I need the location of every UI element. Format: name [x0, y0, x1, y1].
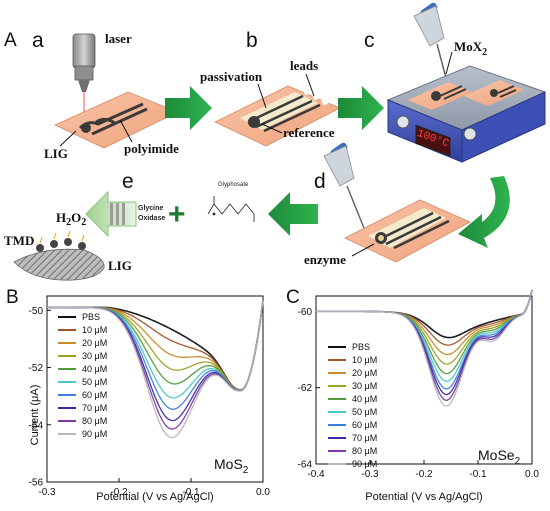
- laser-label: laser: [105, 31, 132, 46]
- leads-label: leads: [290, 58, 318, 73]
- pipette-icon-d: [323, 142, 369, 239]
- legend-entry: 50 μM: [82, 377, 107, 387]
- enzyme-label: enzyme: [304, 252, 346, 267]
- panel-letter-a-main: A: [4, 30, 17, 51]
- glyphosate-structure: Glyphosate: [207, 182, 255, 222]
- step-label-d: d: [314, 170, 326, 193]
- legend-entry: 90 μM: [352, 459, 377, 469]
- y-tick-label: -62: [298, 383, 313, 394]
- legend-entry: 30 μM: [352, 381, 377, 391]
- tmd-label: TMD: [4, 233, 34, 248]
- step-label-e: e: [122, 170, 134, 193]
- legend-entry: 10 μM: [352, 355, 377, 365]
- legend-entry: 20 μM: [352, 368, 377, 378]
- panel-b: B Current (μA) Potential (V vs Ag/AgCl) …: [6, 287, 270, 503]
- nanoparticle-icons: [36, 230, 86, 252]
- chart-b-legend: PBS 10 μM 20 μM 30 μM 40 μM 50 μM 60 μM 70 μM 80…: [58, 312, 107, 439]
- laser-head-icon: [72, 33, 96, 128]
- electrode-sheet-d: [344, 199, 471, 263]
- legend-entry: 40 μM: [352, 394, 377, 404]
- x-tick-label: -0.2: [415, 469, 433, 480]
- chart-c-legend: PBS 10 μM 20 μM 30 μM 40 μM 50 μM 60 μM 70 μM 80…: [328, 342, 377, 469]
- lig-substrate-icon: [13, 248, 105, 281]
- x-tick-label: 0.0: [525, 469, 539, 480]
- lig-substrate-label: LIG: [108, 258, 132, 273]
- panel-letter-b: B: [6, 287, 19, 308]
- chart-b-material: MoS2: [214, 456, 249, 476]
- chart-c-ticks: -0.4 -0.3 -0.2 -0.1 0.0 -60 -62 -64: [298, 307, 540, 480]
- y-tick-label: -60: [298, 307, 313, 318]
- legend-entry: 60 μM: [352, 420, 377, 430]
- chart-b-xlabel: Potential (V vs Ag/AgCl): [96, 491, 213, 503]
- step-arrow-4: [268, 192, 318, 236]
- x-tick-label: -0.1: [469, 469, 487, 480]
- y-tick-label: -56: [29, 478, 44, 489]
- glycine-label: Glycine: [138, 205, 163, 212]
- mox2-label: MoX2: [454, 39, 487, 58]
- x-tick-label: -0.1: [182, 487, 200, 498]
- h2o2-label: H2O2: [56, 210, 86, 228]
- step-arrow-1: [165, 86, 212, 130]
- x-tick-label: -0.2: [110, 487, 128, 498]
- chart-c-material: MoSe2: [478, 447, 521, 467]
- legend-entry: PBS: [82, 312, 100, 322]
- striped-block: [110, 203, 125, 225]
- plus-sign: +: [168, 198, 186, 231]
- step-label-a: a: [32, 29, 44, 52]
- x-tick-label: 0.0: [256, 487, 270, 498]
- pipette-icon-c: [413, 2, 447, 79]
- chart-b-ticks: -0.3 -0.2 -0.1 0.0 -50 -52 -54 -56: [29, 306, 271, 498]
- reference-label: reference: [283, 125, 335, 140]
- step-label-c: c: [364, 29, 375, 52]
- legend-entry: 60 μM: [82, 390, 107, 400]
- panel-letter-c: C: [286, 287, 300, 308]
- legend-entry: 20 μM: [82, 338, 107, 348]
- x-tick-label: -0.3: [361, 469, 379, 480]
- legend-entry: 30 μM: [82, 351, 107, 361]
- series-line: [316, 290, 533, 390]
- panel-a: A a laser LIG polyimide b: [4, 2, 547, 281]
- legend-entry: 70 μM: [82, 403, 107, 413]
- series-line: [47, 300, 264, 439]
- chart-b-frame: [46, 295, 264, 483]
- legend-entry: 10 μM: [82, 325, 107, 335]
- series-line: [316, 290, 533, 407]
- step-label-b: b: [246, 29, 258, 52]
- legend-entry: 90 μM: [82, 429, 107, 439]
- oxidase-label: Oxidase: [138, 215, 165, 222]
- legend-entry: 80 μM: [82, 416, 107, 426]
- lig-label: LIG: [44, 146, 68, 161]
- hotplate-icon: [386, 65, 547, 163]
- chart-b-series: [47, 300, 264, 439]
- passivation-label: passivation: [200, 69, 263, 84]
- polyimide-label: polyimide: [124, 141, 179, 156]
- legend-entry: 70 μM: [352, 433, 377, 443]
- y-tick-label: -64: [298, 460, 313, 471]
- chart-b-ylabel: Current (μA): [29, 385, 41, 446]
- y-tick-label: -52: [29, 363, 44, 374]
- step-arrow-3: [458, 176, 510, 248]
- panel-c: C Potential (V vs Ag/AgCl) -0.4-0.3-0.2-…: [286, 287, 539, 503]
- chart-c-series: [316, 290, 533, 407]
- step-arrow-2: [338, 86, 384, 130]
- y-tick-label: -54: [29, 420, 44, 431]
- legend-entry: 80 μM: [352, 446, 377, 456]
- polyimide-sheet-a: [54, 91, 179, 149]
- x-tick-label: -0.4: [307, 469, 325, 480]
- y-tick-label: -50: [29, 306, 44, 317]
- chart-c-xlabel: Potential (V vs Ag/AgCl): [365, 491, 482, 503]
- x-tick-label: -0.3: [38, 487, 56, 498]
- legend-entry: 50 μM: [352, 407, 377, 417]
- legend-entry: PBS: [352, 342, 370, 352]
- glyphosate-label: Glyphosate: [218, 182, 249, 188]
- legend-entry: 40 μM: [82, 364, 107, 374]
